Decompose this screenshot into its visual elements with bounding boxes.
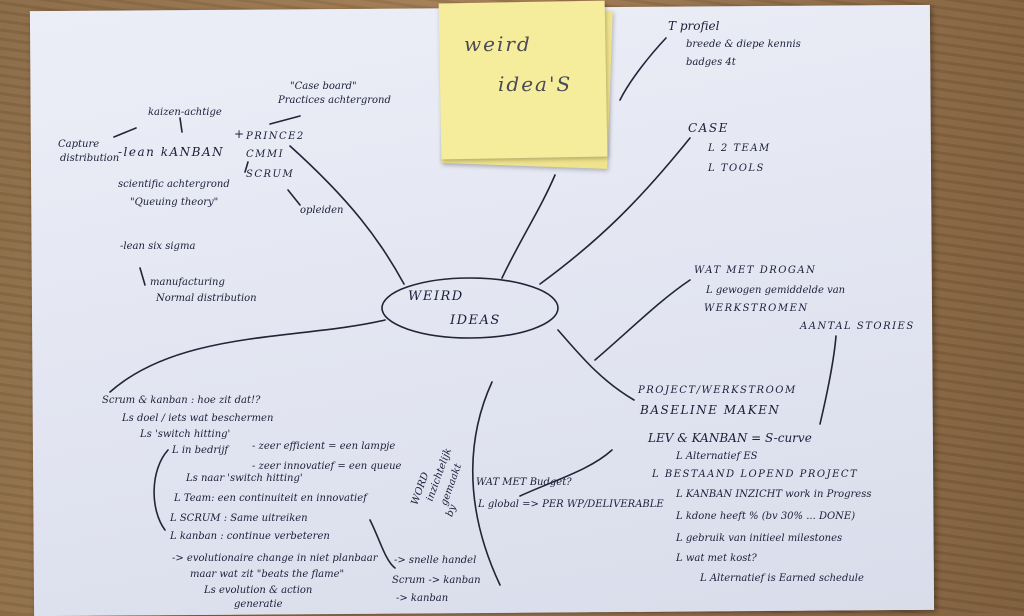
note-cartoon: "Case board" xyxy=(290,81,357,92)
branch-budget xyxy=(472,381,501,586)
sticky-line-1: weird xyxy=(464,32,532,56)
bl-bedrijf: L in bedrijf xyxy=(172,445,229,456)
branch-case xyxy=(539,137,691,285)
note-normal-distribution: Normal distribution xyxy=(156,293,257,304)
note-opleiden: opleiden xyxy=(300,205,344,216)
note-scrum: SCRUM xyxy=(246,169,295,180)
bl-scrum-kanban: Scrum -> kanban xyxy=(392,575,481,586)
branch-top-left xyxy=(289,145,405,285)
watmet-sub2: WERKSTROMEN xyxy=(704,303,809,314)
bl-maar: maar wat zit "beats the flame" xyxy=(190,569,345,580)
branch-up-sticky xyxy=(501,174,556,279)
branch-left xyxy=(109,319,386,393)
note-capture: Capture xyxy=(58,139,100,150)
branch-tprofiel xyxy=(619,37,667,101)
bl-evolution: -> evolutionaire change in niet planbaar xyxy=(172,553,378,564)
case-title: CASE xyxy=(688,121,729,135)
note-breed: breede & diepe kennis xyxy=(686,39,801,50)
note-aantal-stories: AANTAL STORIES xyxy=(800,321,915,332)
bl-switch: Ls 'switch hitting' xyxy=(140,429,231,440)
bl-doel: Ls doel / iets wat beschermen xyxy=(122,413,274,424)
project-gebruik: L gebruik van initieel milestones xyxy=(676,533,843,544)
note-distribution: distribution xyxy=(60,153,120,164)
project-kost: L wat met kost? xyxy=(676,553,757,564)
bl-kanban2: -> kanban xyxy=(396,593,449,604)
note-tprofiel: T profiel xyxy=(668,19,720,33)
project-bestaand: L BESTAAND LOPEND PROJECT xyxy=(652,469,859,480)
note-kaizen: kaizen-achtige xyxy=(148,107,222,118)
project-line1: PROJECT/WERKSTROOM xyxy=(638,385,797,396)
bl-team: L Team: een continuiteit en innovatief xyxy=(174,493,367,504)
sticky-line-2: idea'S xyxy=(498,72,573,96)
note-scientific: scientific achtergrond xyxy=(118,179,230,190)
project-alt-es: L Alternatief ES xyxy=(676,451,758,462)
project-kdone: L kdone heeft % (bv 30% ... DONE) xyxy=(676,511,856,522)
project-kanban-inzicht: L KANBAN INZICHT work in Progress xyxy=(676,489,872,500)
branch-project xyxy=(557,329,635,401)
bl-kanban: L kanban : continue verbeteren xyxy=(170,531,330,542)
bl-zeer-efficient: - zeer efficient = een lampje xyxy=(252,441,396,452)
watmet-title: WAT MET DROGAN xyxy=(694,265,817,276)
bl-title: Scrum & kanban : hoe zit dat!? xyxy=(102,395,261,406)
note-queuing: "Queuing theory" xyxy=(130,197,219,208)
center-ellipse xyxy=(381,277,559,339)
bl-evolution2: Ls evolution & action xyxy=(204,585,313,596)
note-cmmi: CMMI xyxy=(246,149,285,160)
project-line2: BASELINE MAKEN xyxy=(640,403,781,417)
project-earned: L Alternatief is Earned schedule xyxy=(700,573,864,584)
budget-global: L global => PER WP/DELIVERABLE xyxy=(478,499,664,510)
case-item-tools: L TOOLS xyxy=(708,163,765,174)
watmet-sub1: L gewogen gemiddelde van xyxy=(706,285,846,296)
note-manufacturing: manufacturing xyxy=(150,277,225,288)
note-practices: Practices achtergrond xyxy=(278,95,391,106)
arrow-aantal xyxy=(819,335,837,425)
sticky-note: weird idea'S xyxy=(438,0,613,169)
case-item-team: L 2 TEAM xyxy=(708,143,771,154)
center-title-line2: IDEAS xyxy=(450,313,501,328)
bl-generatie: generatie xyxy=(234,599,283,610)
note-lean-kanban: -lean kANBAN xyxy=(118,145,225,159)
branch-watmet xyxy=(594,279,691,361)
branch-budget-link xyxy=(519,449,613,497)
note-six-sigma: -lean six sigma xyxy=(120,241,196,252)
bl-scrum: L SCRUM : Same uitreiken xyxy=(170,513,308,524)
center-title-line1: WEIRD xyxy=(408,289,464,304)
bl-naar: Ls naar 'switch hitting' xyxy=(186,473,303,484)
bl-snelle: -> snelle handel xyxy=(394,555,477,566)
note-prince: PRINCE2 xyxy=(246,131,305,142)
project-lev-kanban: LEV & KANBAN = S-curve xyxy=(648,431,812,445)
note-plus: + xyxy=(234,127,245,141)
bl-zeer-innovatief: - zeer innovatief = een queue xyxy=(252,461,402,472)
note-badges: badges 4t xyxy=(686,57,736,68)
budget-question: WAT MET Budget? xyxy=(476,477,572,488)
